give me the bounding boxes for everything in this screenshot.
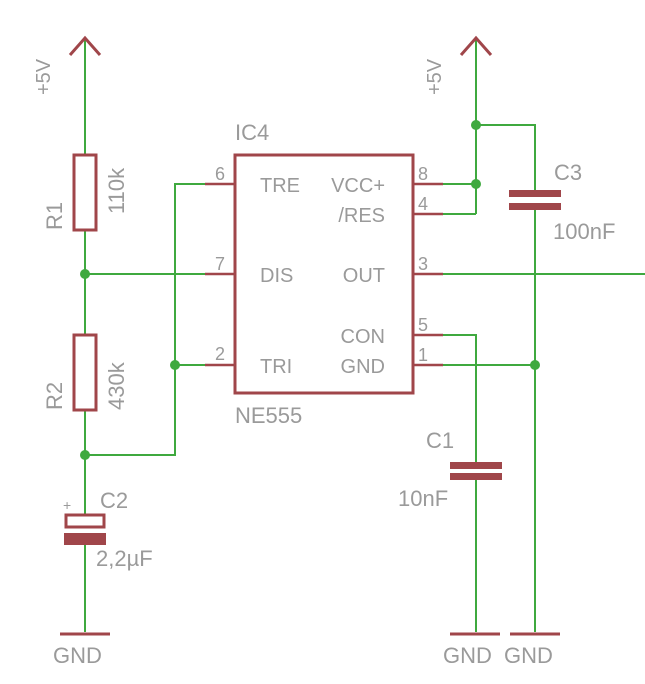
supply-arrow-icon — [459, 35, 493, 56]
capacitor-plate-negative — [64, 533, 106, 545]
capacitor-value: 100nF — [553, 219, 615, 244]
capacitor-plate-positive — [64, 513, 106, 529]
pin-number-8: 8 — [418, 164, 428, 184]
pin-name-vcc: VCC+ — [331, 175, 385, 197]
pin-number-3: 3 — [418, 254, 428, 274]
pin-name-gnd: GND — [341, 356, 385, 378]
pin-number-2: 2 — [215, 344, 225, 364]
resistor-ref: R1 — [42, 202, 67, 230]
supply-arrow-icon — [68, 35, 102, 56]
resistor-r1: R1 110k — [42, 153, 129, 232]
pin-name-dis: DIS — [260, 265, 293, 287]
capacitor-ref: C2 — [100, 488, 128, 513]
capacitor-ref: C1 — [426, 428, 454, 453]
pin-number-7: 7 — [215, 254, 225, 274]
resistor-r2: R2 430k — [42, 333, 129, 412]
wire-threshold — [85, 183, 205, 456]
pin-number-1: 1 — [418, 345, 428, 365]
pin-name-con: CON — [341, 326, 385, 348]
ground-c1: GND — [443, 632, 500, 668]
junction-timing — [80, 450, 90, 460]
pin-name-tri: TRI — [260, 356, 292, 378]
junction-dis — [80, 269, 90, 279]
resistor-value: 430k — [104, 361, 129, 410]
capacitor-plate-top — [509, 190, 561, 197]
resistor-body — [72, 153, 98, 232]
wires — [84, 40, 645, 632]
ic-value: NE555 — [235, 403, 302, 428]
capacitor-value: 10nF — [398, 486, 448, 511]
supply-label: +5V — [424, 58, 446, 95]
ic-ref: IC4 — [235, 120, 269, 145]
capacitor-c2: + C2 2,2µF — [63, 488, 153, 571]
capacitor-value: 2,2µF — [96, 546, 153, 571]
capacitor-plate-bottom — [450, 473, 502, 480]
ic-ne555: IC4 NE555 6 7 2 8 4 3 5 1 TRE DIS TRI VC… — [205, 120, 443, 428]
ground-c3: GND — [504, 632, 560, 668]
pin-number-4: 4 — [418, 194, 428, 214]
supply-right: +5V — [424, 35, 493, 95]
pin-number-6: 6 — [215, 164, 225, 184]
ground-label: GND — [443, 643, 492, 668]
pin-name-tre: TRE — [260, 175, 300, 197]
pin-number-5: 5 — [418, 315, 428, 335]
ground-left: GND — [53, 632, 110, 668]
ground-label: GND — [53, 643, 102, 668]
junction-trigger — [170, 360, 180, 370]
ground-label: GND — [504, 643, 553, 668]
capacitor-plate-bottom — [509, 203, 561, 210]
capacitor-ref: C3 — [554, 160, 582, 185]
capacitor-c1: C1 10nF — [398, 428, 502, 511]
junction-gnd — [530, 360, 540, 370]
pin-name-res: /RES — [338, 205, 385, 227]
supply-label: +5V — [33, 58, 55, 95]
wire-con-c1 — [443, 334, 477, 462]
junction-vcc — [471, 120, 481, 130]
capacitor-plate-top — [450, 462, 502, 469]
junctions — [80, 120, 540, 460]
capacitor-c3: C3 100nF — [509, 160, 615, 244]
polarity-mark: + — [63, 497, 71, 513]
supply-left: +5V — [33, 35, 102, 95]
junction-pin8 — [471, 179, 481, 189]
resistor-ref: R2 — [42, 382, 67, 410]
resistor-value: 110k — [104, 167, 129, 214]
pin-name-out: OUT — [343, 265, 385, 287]
resistor-body — [72, 333, 98, 412]
wire-c3-top — [476, 124, 536, 190]
